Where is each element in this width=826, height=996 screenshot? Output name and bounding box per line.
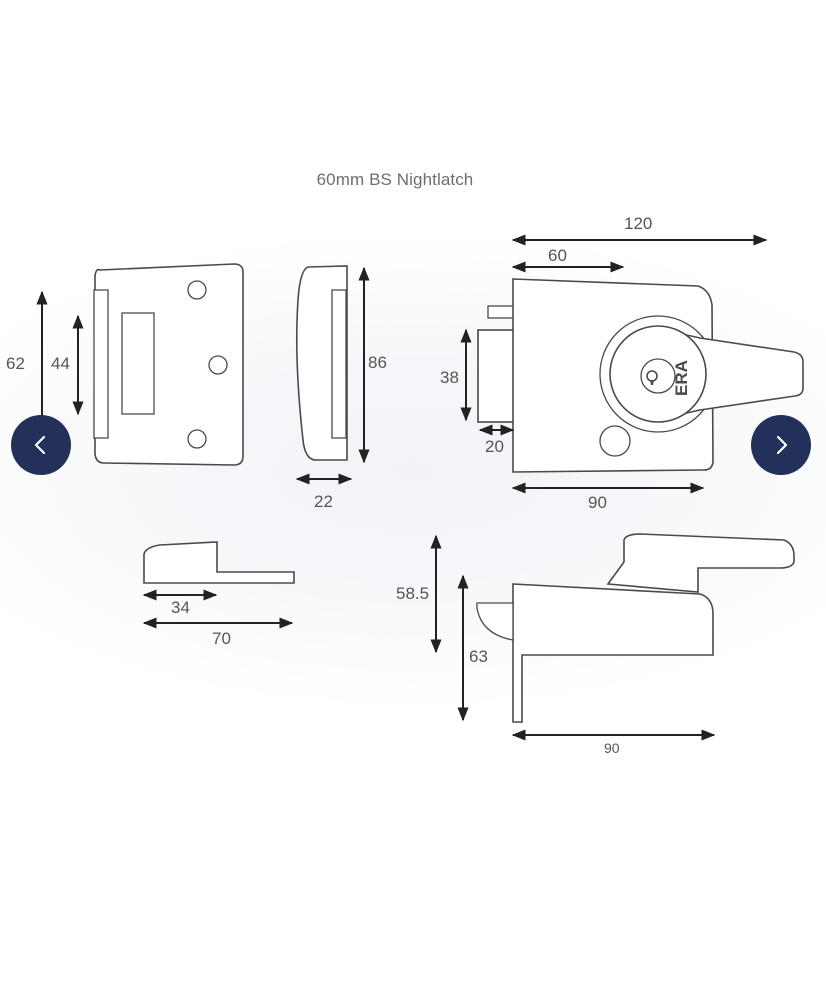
dim-90-lower: 90 xyxy=(604,740,620,756)
dim-70: 70 xyxy=(212,629,231,648)
chevron-right-icon xyxy=(776,435,788,455)
dim-38: 38 xyxy=(440,368,459,387)
front-view: 62 44 xyxy=(6,263,244,466)
side-view: 86 22 xyxy=(295,265,387,511)
dim-44: 44 xyxy=(51,354,70,373)
dim-62: 62 xyxy=(6,354,25,373)
dim-58-5: 58.5 xyxy=(396,584,429,603)
profile-view: 58.5 63 90 xyxy=(396,533,795,756)
dim-90-upper: 90 xyxy=(588,493,607,512)
dim-22: 22 xyxy=(314,492,333,511)
dim-20: 20 xyxy=(485,437,504,456)
previous-slide-button[interactable] xyxy=(11,415,71,475)
dim-34: 34 xyxy=(171,598,190,617)
dim-86: 86 xyxy=(368,353,387,372)
latch-view: ERA 120 60 38 20 90 xyxy=(440,214,804,512)
dim-63: 63 xyxy=(469,647,488,666)
era-brand-mark: ERA xyxy=(672,360,691,396)
dim-60: 60 xyxy=(548,246,567,265)
dim-120: 120 xyxy=(624,214,652,233)
chevron-left-icon xyxy=(34,435,46,455)
next-slide-button[interactable] xyxy=(751,415,811,475)
top-view: 34 70 xyxy=(142,541,295,648)
diagram-title: 60mm BS Nightlatch xyxy=(316,170,474,189)
